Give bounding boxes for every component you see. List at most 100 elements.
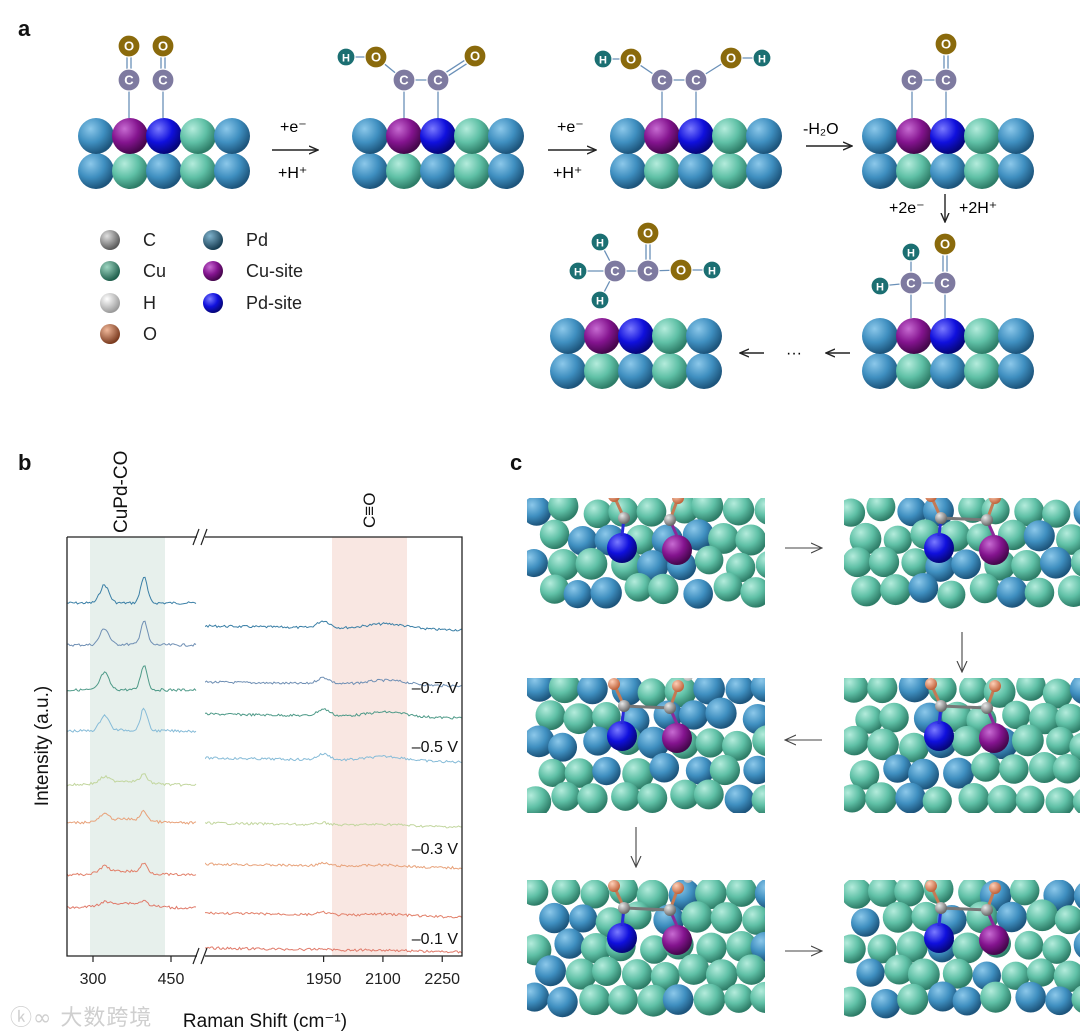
slab-atom	[678, 153, 714, 189]
oxygen-atom: O	[934, 32, 958, 56]
carbon-atom: C	[392, 68, 416, 92]
surface-atom	[755, 551, 765, 578]
surface-atom	[724, 784, 755, 813]
spectrum-left-4	[67, 707, 197, 733]
legend-item-h: H	[100, 293, 156, 313]
surface-atom	[768, 757, 797, 786]
watermark-logo: ⓚ∞ 大数跨境	[10, 1006, 153, 1031]
surface-atom	[880, 574, 912, 606]
surface-atom	[548, 732, 578, 762]
svg-text:H: H	[599, 55, 607, 67]
panel-label-c: c	[510, 450, 523, 475]
slab-atom	[678, 118, 714, 154]
spectrum-right-6	[205, 861, 462, 870]
slab-atom	[686, 353, 722, 389]
surface-atom	[535, 700, 566, 731]
surface-atom	[563, 703, 595, 735]
slab-atom	[454, 118, 490, 154]
svg-text:O: O	[371, 50, 381, 65]
carbon-ball	[618, 512, 630, 524]
svg-text:C: C	[643, 264, 653, 279]
svg-text:C: C	[906, 276, 916, 291]
snapshot-arrows	[636, 548, 962, 951]
spectrum-left-5	[67, 773, 197, 787]
svg-text:H: H	[342, 53, 350, 65]
surface-atom	[1014, 930, 1044, 960]
hydrogen-ball	[683, 678, 693, 681]
reaction-arrows: +e⁻ +H⁺ +e⁻ +H⁺ -H₂O +2e⁻ +2H⁺ ···	[272, 119, 997, 362]
surface-atom	[527, 982, 550, 1012]
surface-atom	[849, 760, 880, 790]
pd-site-atom	[607, 923, 637, 953]
surface-atom	[1016, 678, 1046, 701]
spectrum-right-8	[205, 946, 462, 954]
axis-break-top	[192, 528, 208, 546]
slab-atom	[896, 118, 932, 154]
slab-atom	[420, 118, 456, 154]
surface-atom	[851, 908, 880, 937]
surface-atom	[611, 782, 640, 811]
slab-atom	[712, 153, 748, 189]
spectrum-right-5	[205, 821, 462, 829]
snapshot-4	[844, 678, 1080, 813]
surface-atom	[622, 758, 654, 790]
surface-atom	[867, 880, 900, 907]
surface-atom	[547, 986, 578, 1018]
surface-atom	[1042, 934, 1072, 964]
spectrum-right-1	[205, 620, 462, 632]
slab-atom	[930, 353, 966, 389]
svg-text:H: H	[708, 266, 716, 278]
oxygen-ball	[672, 680, 684, 692]
surface-atom	[754, 880, 765, 909]
oxygen-ball	[925, 880, 937, 892]
surface-atom	[951, 725, 983, 757]
svg-text:H: H	[596, 238, 604, 250]
spectrum-right-2	[205, 676, 462, 688]
surface-atom	[527, 786, 552, 813]
surface-atom	[937, 580, 966, 609]
surface-atom	[636, 498, 667, 527]
surface-atom	[724, 983, 754, 1013]
slab-atom	[686, 318, 722, 354]
svg-text:C: C	[399, 73, 409, 88]
surface-atom	[927, 981, 958, 1012]
slab-atom	[420, 153, 456, 189]
spectrum-right-4	[205, 752, 462, 764]
svg-text:H: H	[574, 267, 582, 279]
surface-atom	[695, 728, 726, 758]
surface-atom	[1011, 724, 1044, 757]
carbon-ball	[935, 902, 947, 914]
hydrogen-ball	[683, 880, 693, 883]
surface-atom	[844, 880, 873, 909]
chart-frame	[66, 536, 463, 957]
carbon-ball	[664, 904, 676, 916]
x-tick-label: 450	[158, 971, 185, 988]
surface-atom	[908, 758, 940, 790]
slab-atom	[896, 153, 932, 189]
surface-atom	[583, 726, 613, 756]
surface-atom	[579, 984, 611, 1016]
surface-atom	[535, 955, 566, 987]
surface-atom	[1071, 985, 1080, 1013]
slab-atom	[998, 353, 1034, 389]
legend-item-c: C	[100, 230, 156, 250]
potential-label: –0.7 V	[412, 680, 459, 697]
surface-atom	[624, 573, 654, 602]
carbon-ball	[664, 702, 676, 714]
svg-text:C: C	[433, 73, 443, 88]
oxygen-ball	[672, 882, 684, 894]
surface-atom	[705, 959, 738, 991]
surface-atom	[867, 678, 898, 704]
slab-atom	[964, 153, 1000, 189]
slab-atom	[584, 353, 620, 389]
surface-atom	[883, 525, 912, 554]
surface-atom	[908, 573, 939, 603]
carbon-atom: C	[603, 259, 627, 283]
surface-atom	[713, 572, 743, 602]
surface-atom	[736, 954, 765, 985]
slab-atom	[964, 318, 1000, 354]
surface-atom	[751, 784, 765, 813]
snapshot-1	[527, 498, 765, 609]
surface-atom	[592, 756, 621, 786]
